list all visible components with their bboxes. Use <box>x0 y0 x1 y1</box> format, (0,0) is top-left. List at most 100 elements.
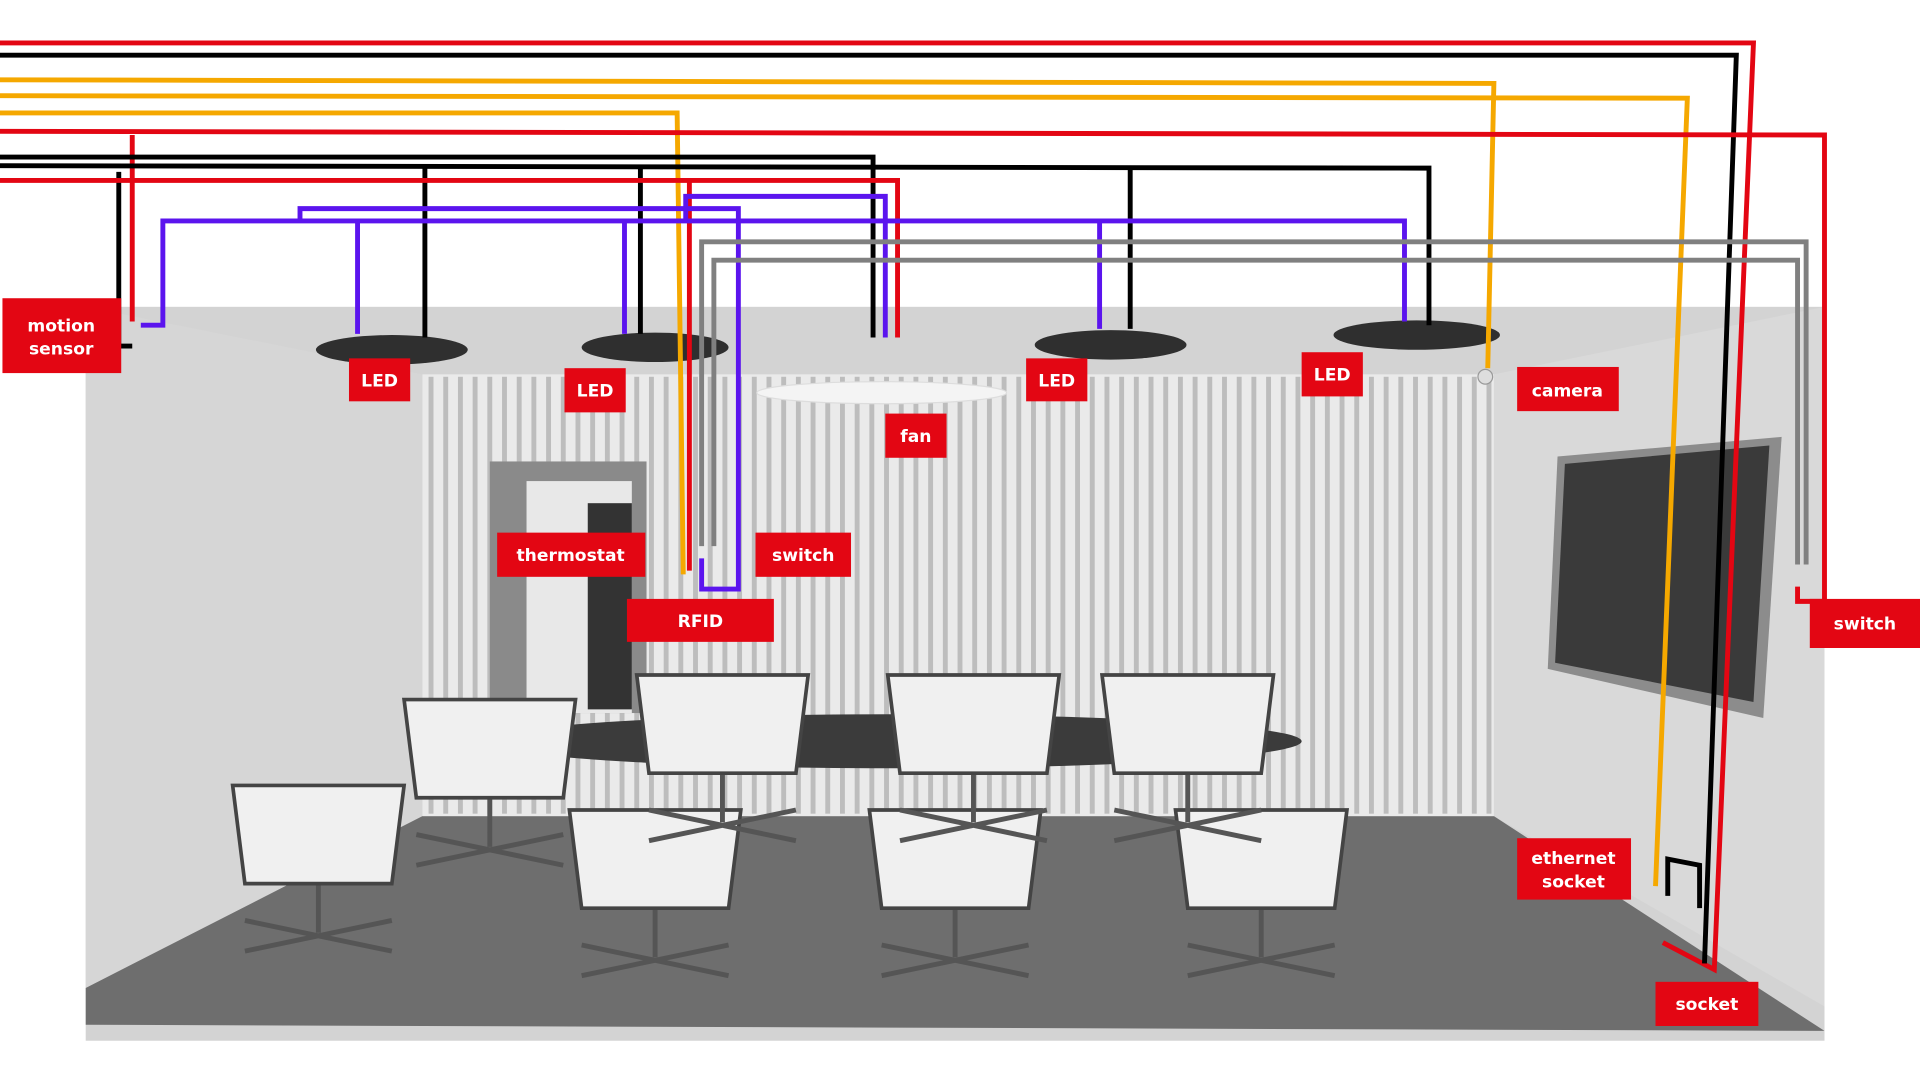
svg-text:switch: switch <box>772 546 834 566</box>
wall-slat <box>1148 376 1154 814</box>
label-switch-right: switch <box>1809 598 1920 648</box>
wire-control-switch <box>297 206 741 592</box>
led-ring-light <box>1333 320 1500 350</box>
wire-neutral-socket-drops <box>1665 856 1703 909</box>
wall-slat <box>1016 376 1022 814</box>
wire-neutral-socket <box>0 52 1739 964</box>
wall-slat <box>1104 376 1110 814</box>
wall-slat <box>472 376 478 814</box>
wall-slat <box>1295 376 1301 814</box>
wall-slat <box>957 376 963 814</box>
wire-data-ethernet <box>0 93 1690 887</box>
label-fan: fan <box>885 413 947 458</box>
wall-slat <box>1001 376 1007 814</box>
wall-slat <box>1413 376 1418 814</box>
wire-neutral-led <box>0 163 1432 326</box>
wall-slat <box>1354 376 1360 814</box>
wall-slat <box>1119 376 1125 814</box>
svg-text:socket: socket <box>1675 995 1738 1015</box>
wall-slat <box>1251 376 1257 814</box>
wall-slat <box>766 376 772 814</box>
office-chair <box>867 808 1043 979</box>
wire-network <box>699 239 1809 565</box>
wall-slat <box>795 376 801 814</box>
svg-text:LED: LED <box>1038 372 1075 392</box>
wire-neutral-fan <box>0 154 876 338</box>
wall-slat <box>1339 376 1345 814</box>
wall-slat <box>678 376 684 814</box>
wall-slat <box>693 376 698 814</box>
wall-slat <box>1427 376 1433 814</box>
wall-slat <box>854 376 860 814</box>
wall-slat <box>1442 376 1448 814</box>
wall-slat <box>986 376 992 814</box>
wall-slat <box>869 376 875 814</box>
label-led: LED <box>564 368 626 413</box>
wall-slat <box>1031 376 1036 814</box>
svg-text:LED: LED <box>577 381 614 401</box>
ceiling-fan <box>756 381 1008 405</box>
wall-slat <box>1222 376 1227 814</box>
wall-slat <box>1236 376 1242 814</box>
wire-network <box>711 257 1800 565</box>
svg-text:socket: socket <box>1542 872 1605 892</box>
svg-text:camera: camera <box>1532 381 1603 401</box>
wall-slat <box>942 376 948 814</box>
wall-slat <box>972 376 978 814</box>
wall-slat <box>648 376 654 814</box>
office-chair <box>230 783 407 954</box>
wall-slat <box>1368 376 1374 814</box>
svg-text:ethernet: ethernet <box>1531 849 1615 869</box>
wire-control-fan <box>683 193 888 338</box>
svg-text:LED: LED <box>1314 365 1351 385</box>
office-chair <box>1099 673 1276 844</box>
svg-text:fan: fan <box>900 427 931 447</box>
label-socket: socket <box>1655 981 1759 1026</box>
wall-slat <box>825 376 831 814</box>
label-led: LED <box>348 358 411 402</box>
wall-slat <box>1383 376 1389 814</box>
office-chair <box>567 808 743 979</box>
wire-power-socket <box>0 40 1757 974</box>
label-led: LED <box>1301 352 1363 397</box>
office-chair <box>1173 808 1350 979</box>
office-chair <box>885 673 1062 844</box>
svg-text:motion: motion <box>27 316 95 336</box>
wall-slat <box>1486 376 1492 814</box>
wall-slat <box>428 376 434 814</box>
label-thermostat: thermostat <box>497 532 646 577</box>
wall-slat <box>1471 376 1477 814</box>
wall-slat <box>1089 376 1095 814</box>
wall-slat <box>1192 376 1198 814</box>
wall-slat <box>928 376 934 814</box>
label-led: LED <box>1026 358 1088 402</box>
wire-power-fan <box>0 177 900 338</box>
wall-slat <box>1457 376 1463 814</box>
wall-slat <box>1045 376 1051 814</box>
wall-slat <box>840 376 845 814</box>
wall-slat <box>898 376 904 814</box>
led-ring-light <box>581 332 729 363</box>
wall-slat <box>884 376 889 814</box>
wall-slat <box>1207 376 1213 814</box>
label-ethernet-socket: ethernet socket <box>1517 838 1632 900</box>
wall-slat <box>913 376 919 814</box>
wall-slat <box>781 376 787 814</box>
office-chair <box>402 697 578 868</box>
room-scene <box>85 306 1825 1041</box>
wall-slat <box>1280 376 1286 814</box>
svg-text:LED: LED <box>361 372 398 392</box>
wall-slat <box>457 376 463 814</box>
wall-slat <box>1133 376 1139 814</box>
wire-data-camera <box>0 77 1497 369</box>
wire-data-thermostat <box>0 110 686 575</box>
office-chair <box>634 673 811 844</box>
wall-slat <box>810 376 816 814</box>
wall-slat <box>443 376 449 814</box>
wall-slat <box>1310 376 1316 814</box>
wall-slat <box>1266 376 1272 814</box>
label-switch: switch <box>755 532 852 577</box>
wall-slat <box>707 376 713 814</box>
wall-slat <box>1060 376 1066 814</box>
